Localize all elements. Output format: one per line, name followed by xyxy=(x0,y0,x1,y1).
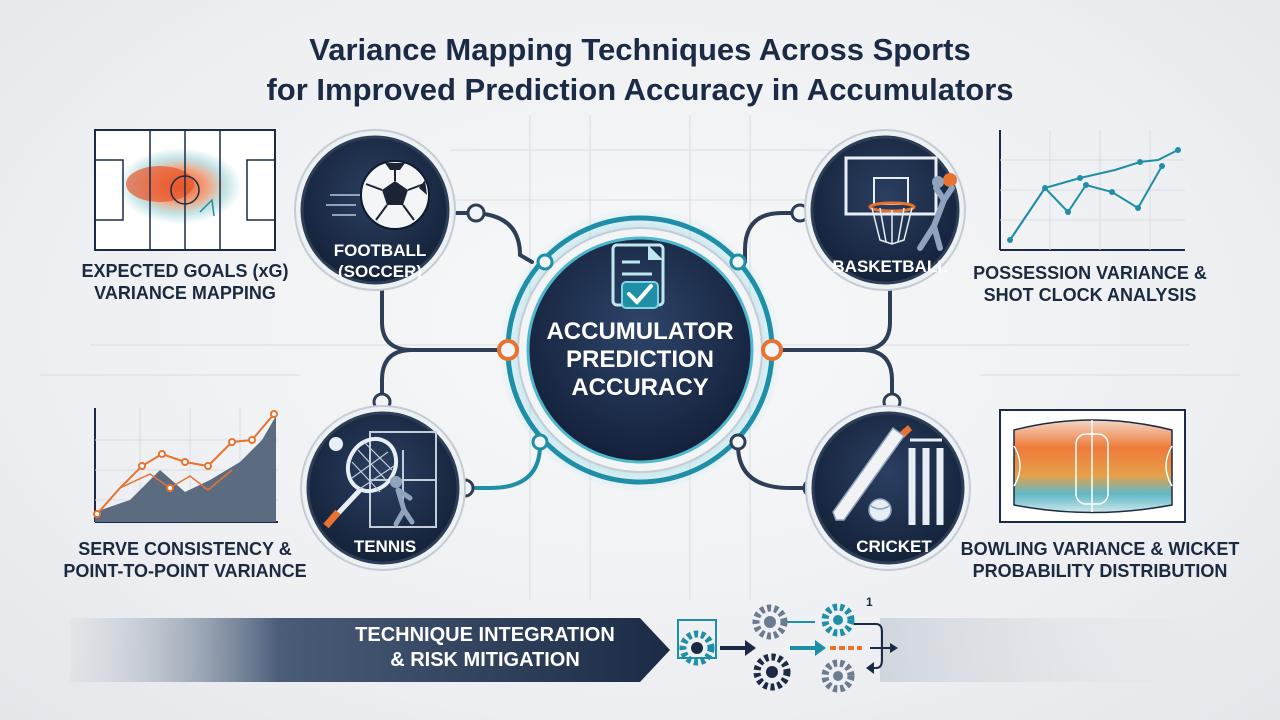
cricket-technique-label: BOWLING VARIANCE & WICKET PROBABILITY DI… xyxy=(960,538,1240,582)
football-label: FOOTBALL (SOCCER) xyxy=(320,240,440,282)
series-1-line xyxy=(1009,149,1179,241)
connector-cricket xyxy=(860,348,894,404)
connector-cricket-2 xyxy=(736,443,814,490)
checklist-document-icon xyxy=(611,243,665,309)
tennis-technique-line-1: SERVE CONSISTENCY & xyxy=(78,539,292,559)
step-number: 1 xyxy=(866,595,873,609)
title-line-1: Variance Mapping Techniques Across Sport… xyxy=(309,32,971,67)
football-label-line-1: FOOTBALL xyxy=(333,241,427,260)
football-technique-line-1: EXPECTED GOALS (xG) xyxy=(81,261,289,281)
pitch-heatmap-chart xyxy=(94,129,276,251)
footer-banner-label: TECHNIQUE INTEGRATION & RISK MITIGATION xyxy=(335,623,635,673)
title-line-2: for Improved Prediction Accuracy in Accu… xyxy=(266,72,1014,107)
cricket-bat-icon xyxy=(832,425,944,525)
football-node xyxy=(294,129,456,291)
connector-basketball-2 xyxy=(770,288,892,352)
tennis-label: TENNIS xyxy=(325,536,445,557)
connector-tennis-2 xyxy=(463,443,542,490)
basketball-label-line-1: BASKETBALL xyxy=(832,257,948,276)
football-technique-line-2: VARIANCE MAPPING xyxy=(94,283,276,303)
basketball-hoop-icon xyxy=(844,156,957,251)
center-label-line-2: PREDICTION xyxy=(565,346,714,373)
football-technique-label: EXPECTED GOALS (xG) VARIANCE MAPPING xyxy=(70,260,300,304)
cricket-technique-line-1: BOWLING VARIANCE & WICKET xyxy=(960,539,1240,559)
connector-tennis xyxy=(380,348,414,404)
center-label-line-1: ACCUMULATOR xyxy=(546,318,734,345)
center-node xyxy=(498,208,782,492)
connector-football xyxy=(450,211,534,264)
gears-process-icon xyxy=(677,603,898,693)
connector-football-2 xyxy=(380,288,510,352)
center-label-line-3: ACCURACY xyxy=(571,374,709,401)
tennis-technique-line-2: POINT-TO-POINT VARIANCE xyxy=(63,561,307,581)
footer-banner xyxy=(70,618,1240,682)
tennis-racket-icon xyxy=(323,431,437,529)
basketball-node xyxy=(804,129,966,291)
basketball-technique-line-2: SHOT CLOCK ANALYSIS xyxy=(983,285,1197,305)
area-line-chart xyxy=(93,408,278,523)
field-heatmap-chart xyxy=(999,409,1186,523)
basketball-label: BASKETBALL xyxy=(830,256,950,277)
center-label: ACCUMULATOR PREDICTION ACCURACY xyxy=(540,318,740,402)
tennis-technique-label: SERVE CONSISTENCY & POINT-TO-POINT VARIA… xyxy=(50,538,320,582)
line-chart xyxy=(999,130,1185,251)
orange-line-2 xyxy=(119,469,233,491)
football-label-line-2: (SOCCER) xyxy=(337,262,423,281)
basketball-technique-label: POSSESSION VARIANCE & SHOT CLOCK ANALYSI… xyxy=(965,262,1215,306)
area-fill xyxy=(95,416,276,522)
cricket-node xyxy=(805,405,971,571)
cricket-label: CRICKET xyxy=(834,536,954,557)
basketball-technique-line-1: POSSESSION VARIANCE & xyxy=(973,263,1207,283)
cricket-label-line-1: CRICKET xyxy=(856,537,932,556)
connector-lines xyxy=(380,211,894,490)
soccer-ball-icon xyxy=(326,160,430,230)
tennis-label-line-1: TENNIS xyxy=(353,537,417,556)
footer-label-line-1: TECHNIQUE INTEGRATION xyxy=(355,624,615,646)
cricket-technique-line-2: PROBABILITY DISTRIBUTION xyxy=(972,561,1228,581)
tennis-node xyxy=(300,405,466,571)
page-title: Variance Mapping Techniques Across Sport… xyxy=(0,30,1280,110)
connector-basketball xyxy=(743,211,802,264)
footer-label-line-2: & RISK MITIGATION xyxy=(390,649,580,671)
